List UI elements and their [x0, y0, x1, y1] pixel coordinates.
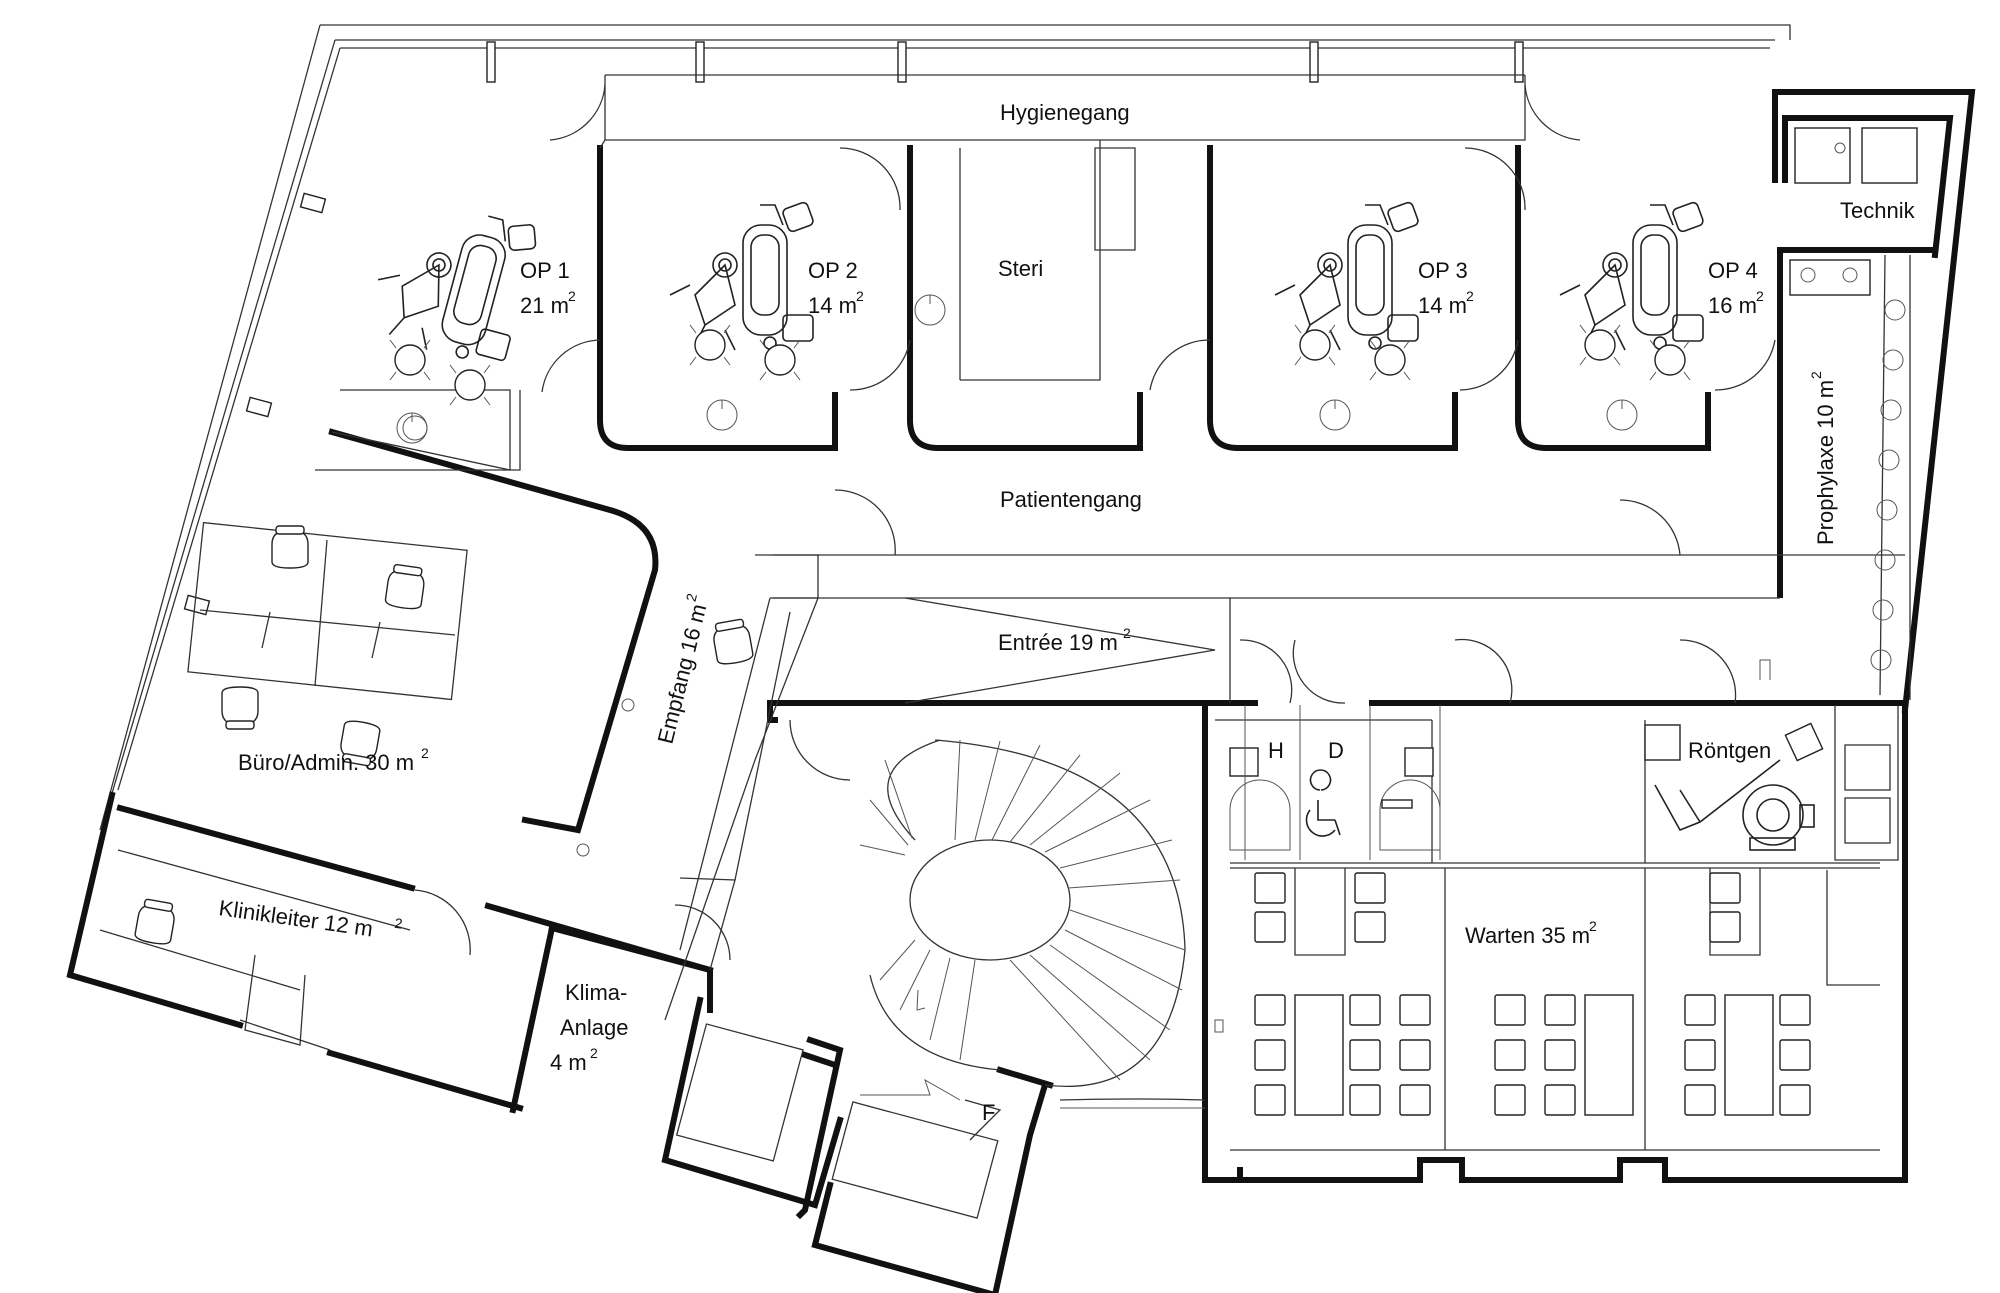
op4-equipment [1559, 200, 1706, 431]
label-op3-name: OP 3 [1418, 258, 1468, 283]
shafts [675, 1023, 1002, 1219]
label-wc-d: D [1328, 738, 1344, 763]
label-klima-sup: 2 [590, 1045, 598, 1061]
label-buero: Büro/Admin. 30 m [238, 750, 414, 775]
label-op4-name: OP 4 [1708, 258, 1758, 283]
label-warten-sup: 2 [1589, 918, 1597, 934]
interior-lines [99, 74, 1911, 1151]
label-op4-area: 16 m [1708, 293, 1757, 318]
label-klima-1: Klima- [565, 980, 627, 1005]
roentgen-equipment [1644, 722, 1824, 851]
label-op1-sup: 2 [568, 288, 576, 304]
label-op1-name: OP 1 [520, 258, 570, 283]
label-empfang-sup: 2 [683, 591, 700, 603]
op2-equipment [669, 200, 816, 431]
label-entree: Entrée 19 m [998, 630, 1118, 655]
label-op4-sup: 2 [1756, 288, 1764, 304]
label-op1-area: 21 m [520, 293, 569, 318]
label-op2-sup: 2 [856, 288, 864, 304]
label-f: F [982, 1100, 995, 1125]
prophylaxe-equipment [1789, 259, 1906, 671]
label-prophylaxe-sup: 2 [1808, 371, 1824, 379]
steri-sink [914, 294, 946, 326]
label-empfang: Empfang 16 m [653, 601, 712, 746]
label-klima-2: Anlage [560, 1015, 629, 1040]
label-roentgen: Röntgen [1688, 738, 1771, 763]
label-op3-area: 14 m [1418, 293, 1467, 318]
label-patientengang: Patientengang [1000, 487, 1142, 512]
label-hygienegang: Hygienegang [1000, 100, 1130, 125]
label-klinikleiter-sup: 2 [394, 915, 404, 932]
label-wc-h: H [1268, 738, 1284, 763]
label-warten: Warten 35 m [1465, 923, 1590, 948]
label-buero-sup: 2 [421, 745, 429, 761]
label-klima-3: 4 m [550, 1050, 587, 1075]
doors [414, 84, 1776, 961]
waiting-furniture [1214, 872, 1811, 1116]
technik-equipment [1794, 127, 1918, 184]
label-op2-area: 14 m [808, 293, 857, 318]
office-chairs [133, 415, 755, 947]
label-klinikleiter: Klinikleiter 12 m [217, 895, 374, 941]
op3-equipment [1274, 200, 1421, 431]
label-steri: Steri [998, 256, 1043, 281]
label-op3-sup: 2 [1466, 288, 1474, 304]
spiral-staircase [859, 739, 1206, 1109]
op1-equipment [363, 188, 543, 444]
label-entree-sup: 2 [1123, 625, 1131, 641]
walls [66, 89, 1976, 1293]
label-technik: Technik [1840, 198, 1916, 223]
wc-fixtures [1229, 705, 1441, 860]
facade [99, 24, 1791, 831]
room-labels: Hygienegang Steri OP 1 21 m 2 OP 2 14 m … [217, 100, 1915, 1125]
label-op2-name: OP 2 [808, 258, 858, 283]
label-prophylaxe: Prophylaxe 10 m [1813, 380, 1838, 545]
